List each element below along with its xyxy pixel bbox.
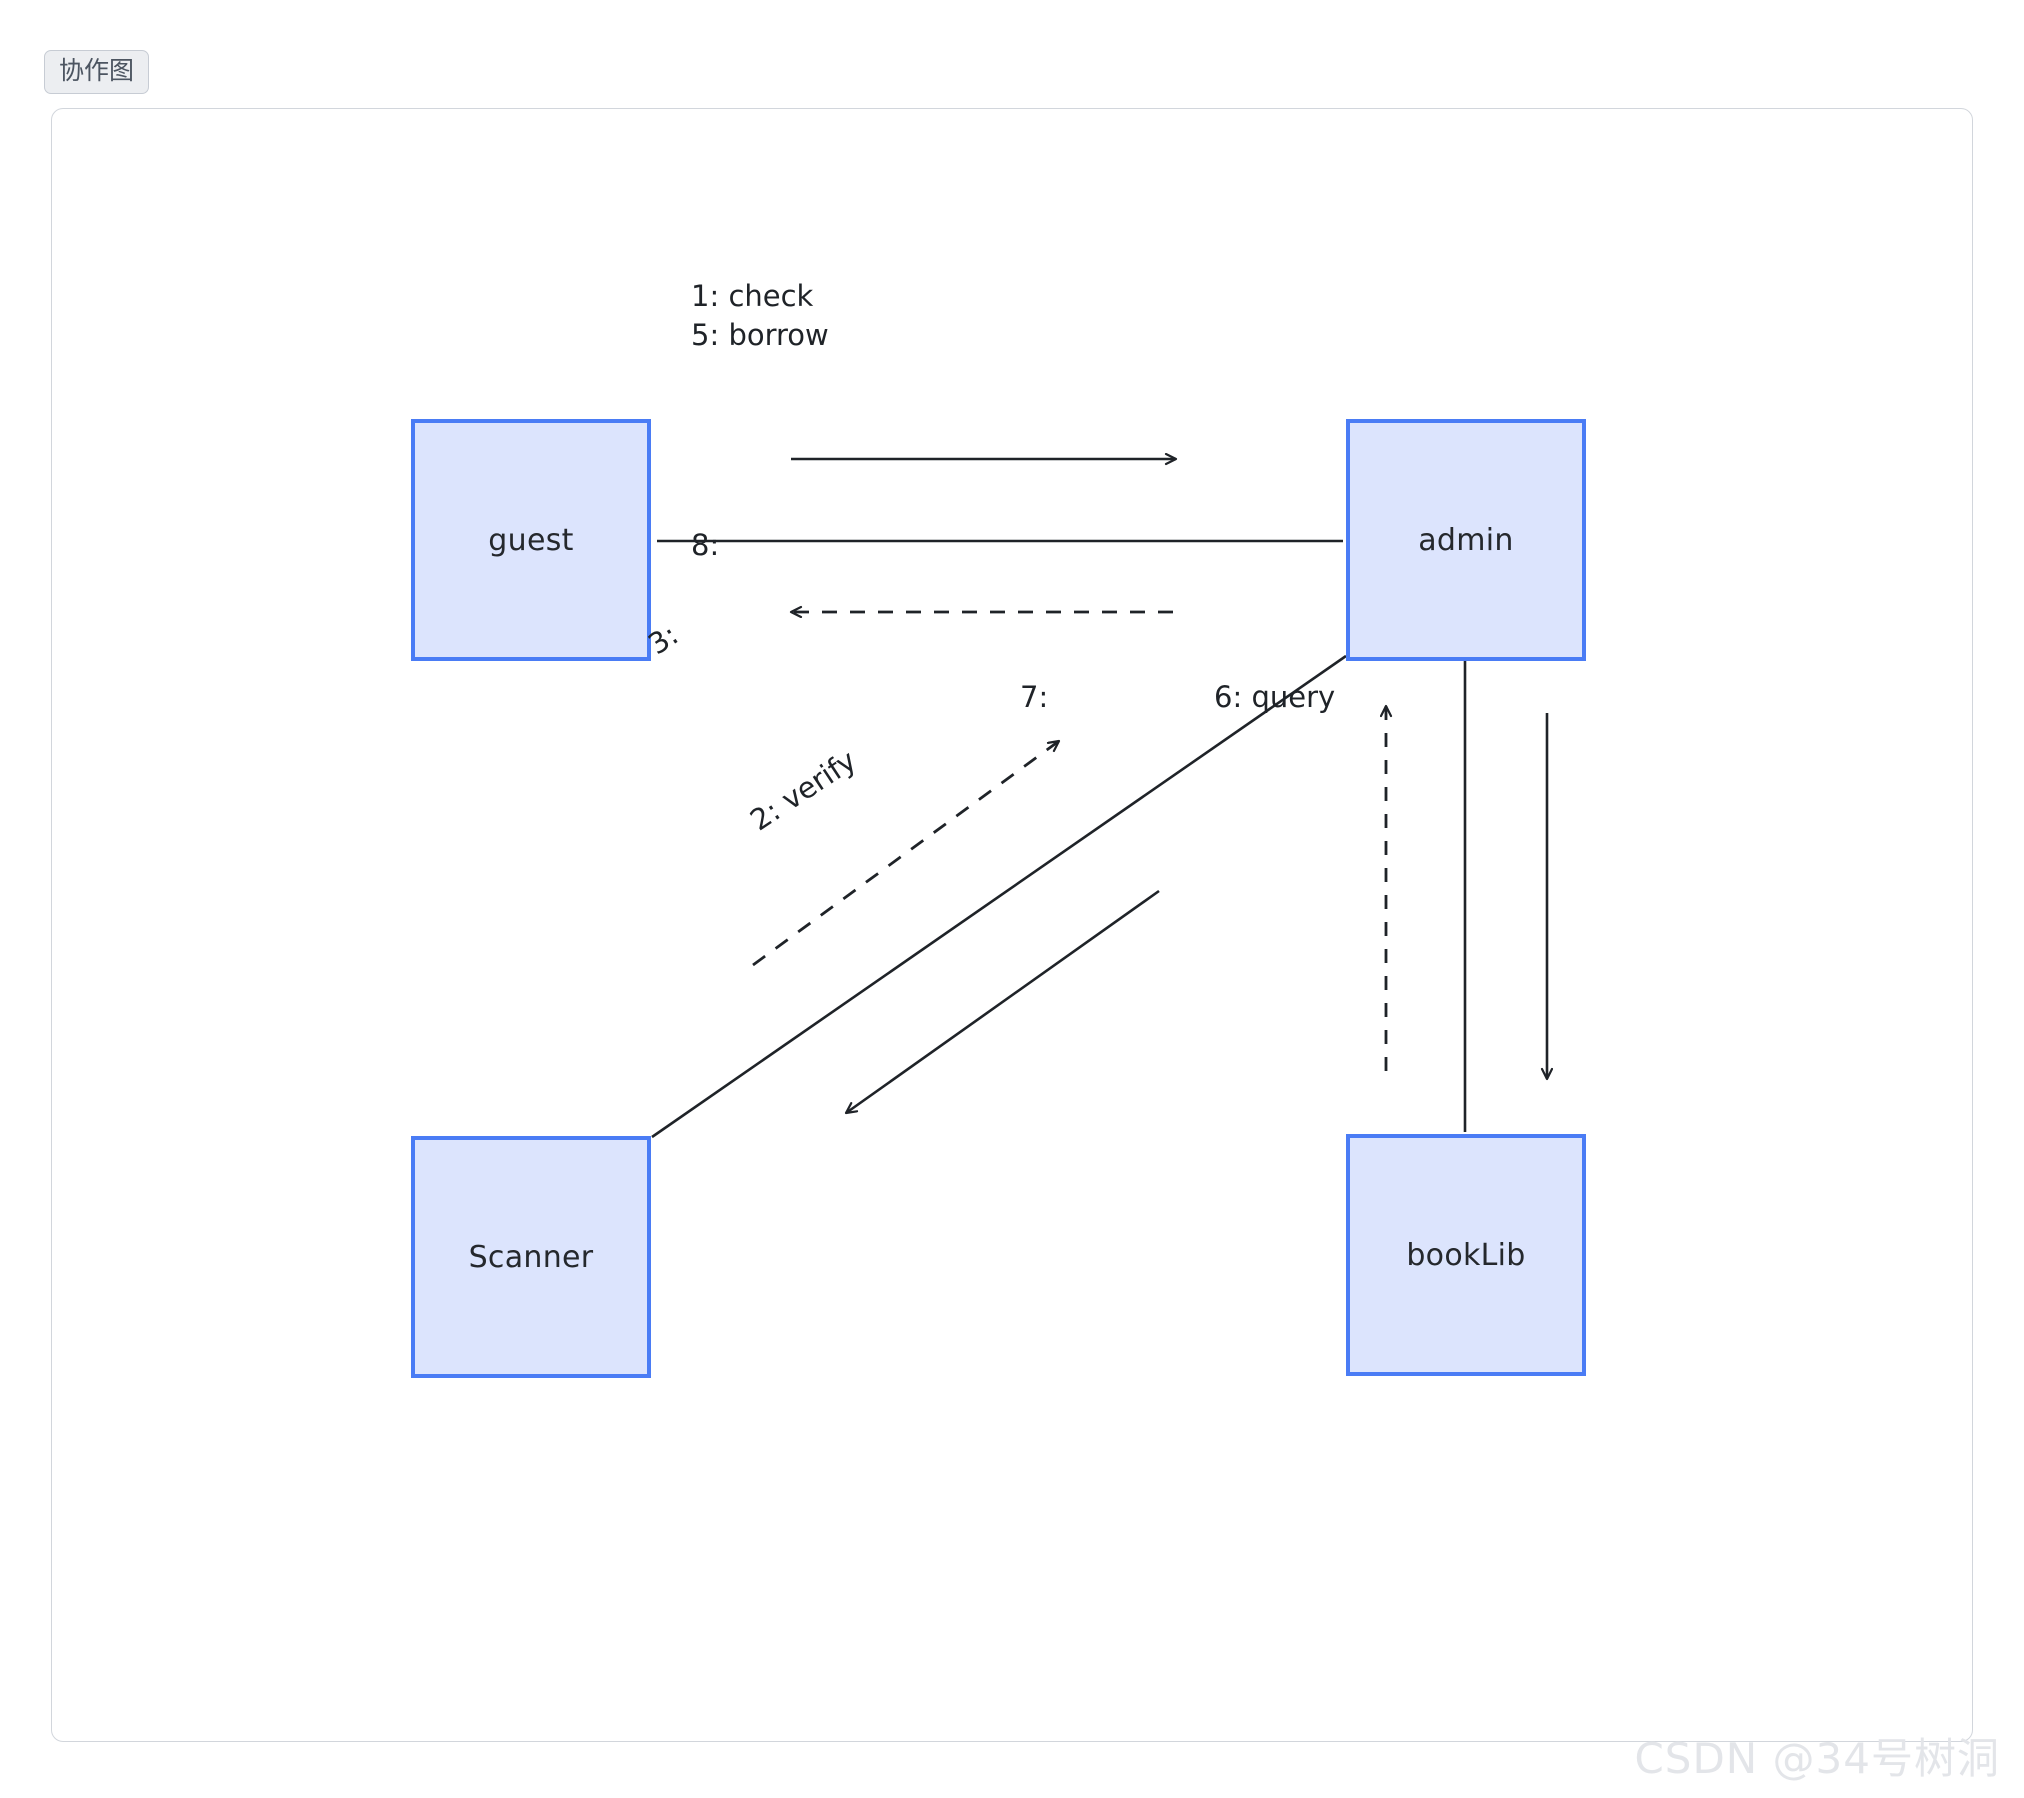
tab-bar: 协作图 bbox=[0, 0, 2024, 104]
object-scanner-label: Scanner bbox=[468, 1239, 594, 1275]
message-label-borrow: 5: borrow bbox=[691, 318, 829, 352]
object-guest[interactable]: guest bbox=[411, 419, 651, 661]
object-admin[interactable]: admin bbox=[1346, 419, 1586, 661]
message-arrow-3 bbox=[752, 739, 1059, 967]
message-label-8: 8: bbox=[691, 528, 720, 562]
object-admin-label: admin bbox=[1418, 522, 1514, 558]
message-arrow-verify bbox=[846, 889, 1160, 1113]
message-label-7: 7: bbox=[1020, 680, 1049, 714]
diagram-connectors bbox=[651, 108, 1973, 1139]
tab-collaboration-diagram[interactable]: 协作图 bbox=[44, 50, 150, 94]
object-guest-label: guest bbox=[488, 522, 574, 558]
object-scanner[interactable]: Scanner bbox=[411, 1136, 651, 1378]
message-label-check: 1: check bbox=[691, 279, 814, 313]
link-scanner-admin bbox=[651, 654, 1347, 1139]
diagram-canvas[interactable]: guest admin Scanner bookLib 1: check 5: … bbox=[51, 108, 1973, 1742]
object-booklib-label: bookLib bbox=[1406, 1237, 1526, 1273]
csdn-watermark: CSDN @34号树洞 bbox=[1634, 1734, 2000, 1783]
object-booklib[interactable]: bookLib bbox=[1346, 1134, 1586, 1376]
message-label-query: 6: query bbox=[1214, 680, 1336, 714]
